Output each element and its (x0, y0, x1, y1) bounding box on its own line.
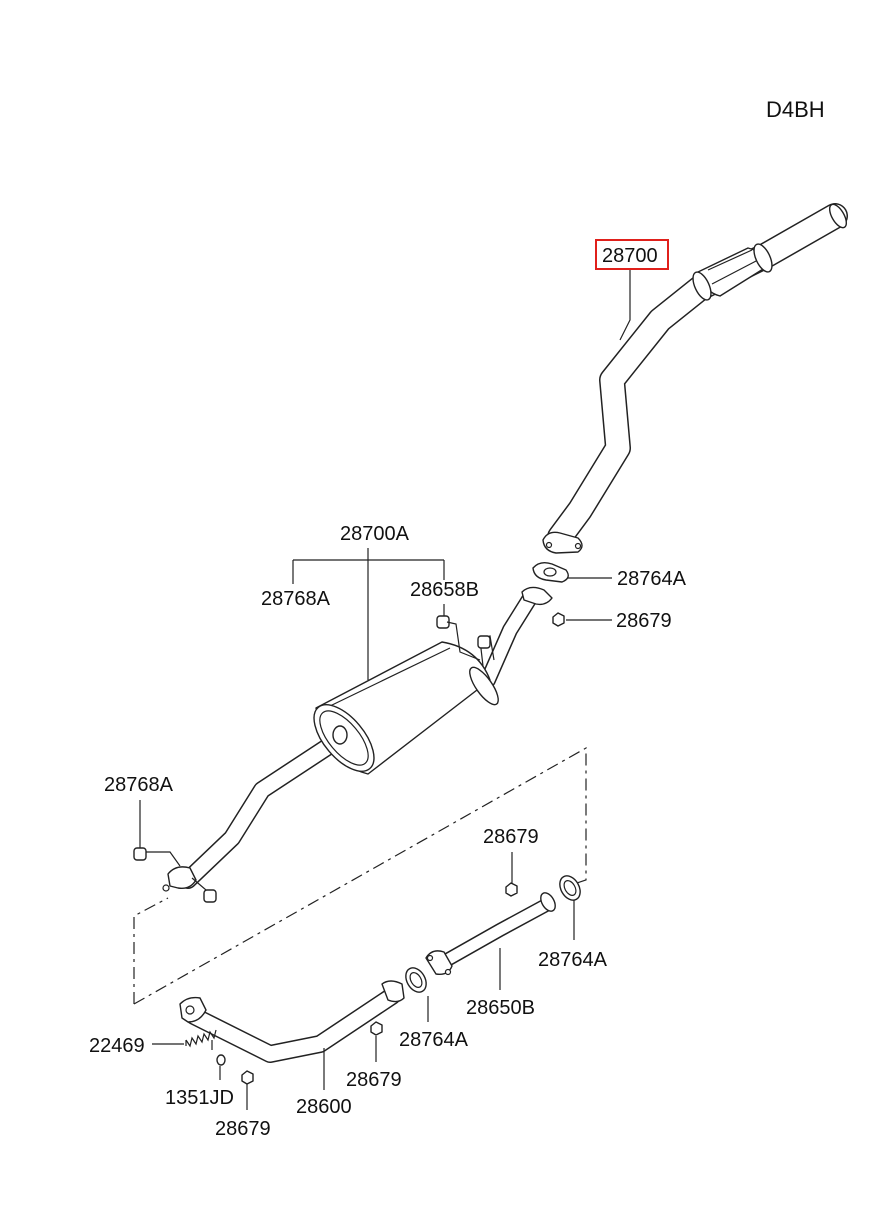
muffler-assy-28700A[interactable] (162, 586, 553, 892)
label-22469[interactable]: 22469 (89, 1035, 145, 1057)
connection-line (133, 746, 587, 1005)
label-28600[interactable]: 28600 (296, 1096, 352, 1118)
spring-22469[interactable] (185, 1029, 217, 1050)
label-28700A[interactable]: 28700A (340, 523, 410, 545)
label-28650B[interactable]: 28650B (466, 997, 535, 1019)
pipe-28650B[interactable] (425, 890, 558, 976)
label-28679-bottom-left[interactable]: 28679 (215, 1118, 271, 1140)
label-28679-mid[interactable]: 28679 (483, 826, 539, 848)
hanger-28768A-left[interactable] (133, 847, 217, 903)
nut-28679-top[interactable] (552, 612, 565, 627)
front-pipe-28600[interactable] (179, 980, 405, 1063)
label-28658B[interactable]: 28658B (410, 579, 479, 601)
label-28679-bottom-mid[interactable]: 28679 (346, 1069, 402, 1091)
label-28679-top[interactable]: 28679 (616, 610, 672, 632)
label-28764A-right[interactable]: 28764A (538, 949, 608, 971)
connection-line (133, 897, 169, 1004)
label-1351JD[interactable]: 1351JD (165, 1087, 234, 1109)
label-28700[interactable]: 28700 (602, 245, 658, 267)
gasket-28764A-mid[interactable] (402, 964, 431, 996)
bolt-1351JD[interactable] (216, 1054, 226, 1066)
rear-pipe-28700[interactable] (542, 202, 850, 554)
highlight-box (595, 239, 669, 270)
leader-lines (139, 270, 631, 1110)
nut-28679-mid[interactable] (505, 882, 518, 897)
gasket-28764A-top[interactable] (532, 561, 569, 583)
label-28768A-left[interactable]: 28768A (104, 774, 174, 796)
gasket-28764A-right[interactable] (556, 872, 585, 904)
engine-code: D4BH (766, 97, 825, 122)
nut-28679-bottom-mid[interactable] (370, 1021, 383, 1036)
nut-28679-bottom-left[interactable] (241, 1070, 254, 1085)
label-28764A-mid[interactable]: 28764A (399, 1029, 469, 1051)
hanger-28658B[interactable] (436, 615, 481, 661)
label-28768A-top[interactable]: 28768A (261, 588, 331, 610)
label-28764A-top[interactable]: 28764A (617, 568, 687, 590)
